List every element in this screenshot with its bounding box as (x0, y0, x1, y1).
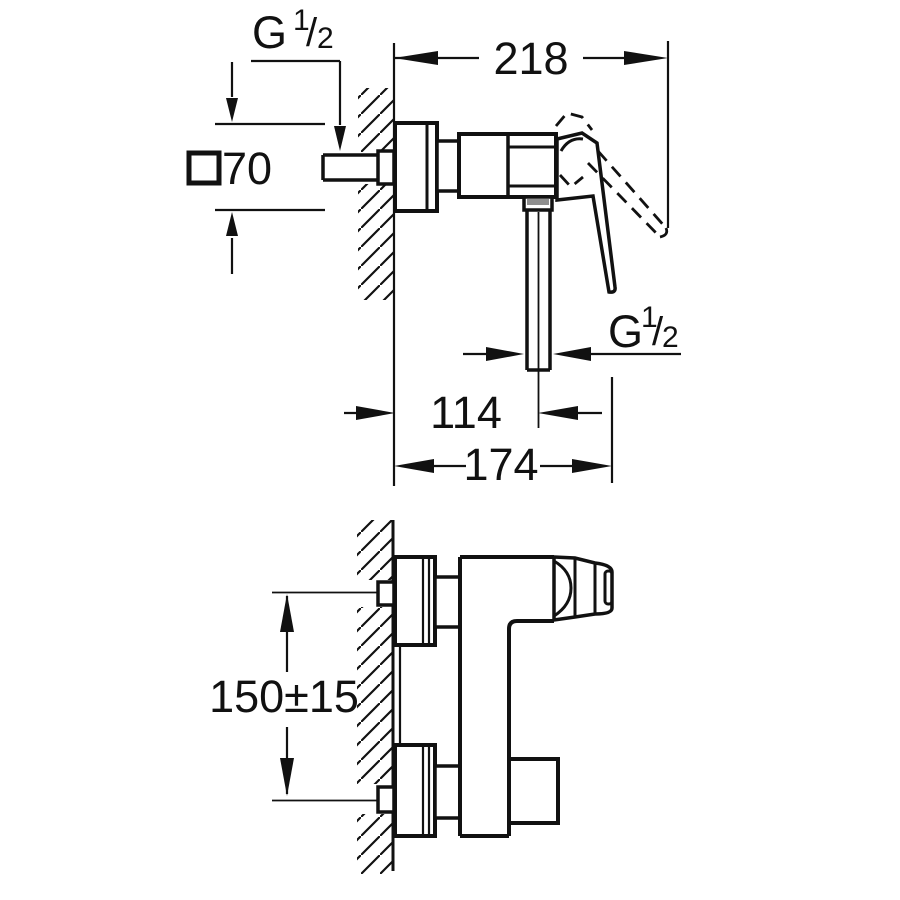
escutcheon-side (393, 121, 439, 213)
top-neck-front (433, 575, 462, 629)
arrowhead (356, 406, 395, 420)
thread-label-top: G 1 / 2 (251, 4, 346, 151)
arrowhead (538, 406, 578, 420)
bottom-neck-front (433, 764, 462, 820)
lever-handle-front (552, 555, 614, 623)
front-view: 150±15 (209, 520, 614, 874)
arrowhead (624, 51, 668, 65)
arrowhead (280, 758, 294, 796)
dim-218-label: 218 (493, 33, 568, 84)
arrowhead (572, 459, 612, 473)
bottom-escutcheon-front (393, 743, 437, 838)
thread-label-outlet: G 1 / 2 (463, 301, 681, 361)
wall-hatching-front (357, 520, 393, 874)
handle-end-slot (603, 569, 614, 606)
shower-outlet-pipe (522, 195, 554, 428)
wall-union-nut-side (376, 149, 396, 186)
lever-handle-open-position (554, 111, 669, 239)
supply-pipe-side (321, 149, 396, 186)
bottom-union-nut-front (376, 785, 396, 814)
top-escutcheon-front (393, 555, 437, 647)
dimension-114: 114 (344, 387, 602, 438)
dim-174-label: 174 (463, 439, 538, 490)
dimension-174: 174 (394, 377, 614, 490)
g-half-label-outlet: G 1 / 2 (608, 301, 679, 357)
mixer-body-front (458, 555, 560, 838)
arrowhead (486, 347, 524, 361)
g-half-label-top: G 1 / 2 (252, 4, 334, 58)
side-view: 218 G 1 / 2 70 (186, 4, 681, 490)
handle-dome-front (553, 559, 573, 618)
arrowhead (334, 126, 346, 151)
top-union-nut-front (376, 580, 396, 607)
shower-outlet-block-front (509, 757, 560, 825)
nut-shading (527, 199, 549, 205)
lever-handle-side (555, 131, 617, 294)
dimension-150: 150±15 (209, 594, 359, 796)
dimension-square-70: 70 (186, 62, 325, 274)
dim-150-label: 150±15 (209, 671, 359, 722)
arrowhead (394, 51, 438, 65)
arrowhead (553, 347, 591, 361)
dimension-218: 218 (394, 33, 670, 228)
dim-114-label: 114 (430, 387, 502, 438)
arrowhead (226, 98, 238, 122)
wall-hatching-side (358, 88, 394, 300)
square-symbol (186, 150, 222, 186)
dim-70-label: 70 (222, 143, 272, 194)
mixer-body-side (457, 132, 558, 199)
arrowhead (226, 212, 238, 236)
arrowhead (280, 594, 294, 632)
handle-dome-edge-side (559, 137, 584, 152)
mixer-neck-side (435, 139, 461, 193)
arrowhead (394, 459, 434, 473)
